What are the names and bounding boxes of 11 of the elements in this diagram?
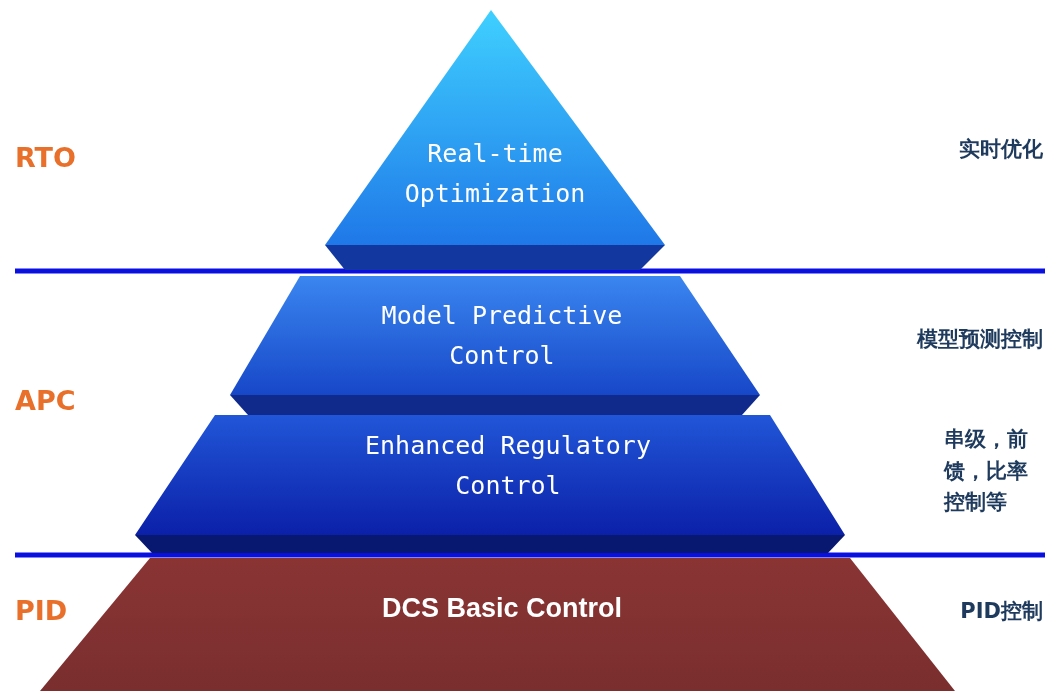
level-description: 串级，前馈，比率控制等 <box>944 426 1029 516</box>
level-label: APC <box>15 384 76 418</box>
level-description: PID控制 <box>960 598 1043 625</box>
tier-label: DCS Basic Control <box>380 592 623 626</box>
level-label: RTO <box>15 141 76 175</box>
tier-label: Enhanced Regulatory Control <box>364 430 652 502</box>
level-description: 模型预测控制 <box>917 326 1043 353</box>
tier-label: Model Predictive Control <box>380 300 624 372</box>
tier-label: Real-time Optimization <box>403 138 587 210</box>
level-description: 实时优化 <box>959 136 1043 163</box>
level-label: PID <box>15 594 68 628</box>
